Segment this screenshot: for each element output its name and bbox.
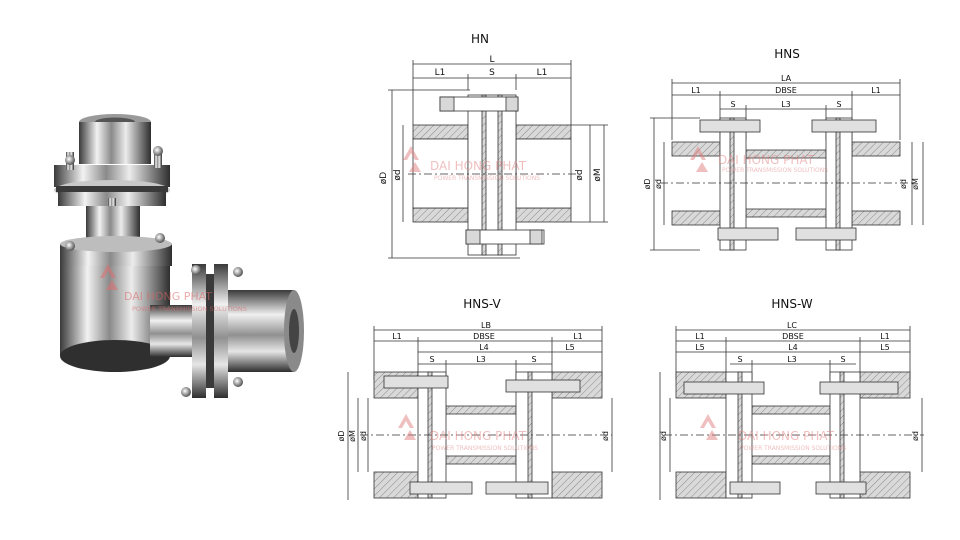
dim-L4: L4 — [479, 343, 489, 352]
dim-L3: L3 — [476, 355, 486, 364]
diagram-hn: HN L L1 S L1 øD ød ød øM — [379, 32, 608, 259]
dim-L3: L3 — [787, 355, 797, 364]
diagram-title: HNS-V — [463, 297, 501, 311]
dim-L1: L1 — [537, 68, 548, 78]
dim-L1: L1 — [435, 68, 446, 78]
dim-LA: LA — [781, 74, 792, 83]
watermark-tagline: POWER TRANSMISSION SOLUTIONS — [740, 445, 846, 452]
watermark-tagline: POWER TRANSMISSION SOLUTIONS — [434, 175, 540, 182]
watermark-brand: DAI HONG PHAT — [738, 429, 835, 443]
dim-od: ød — [659, 431, 668, 441]
dim-L1: L1 — [691, 86, 701, 95]
diagram-hns-v: HNS-V LB L1 DBSE L1 L4 L5 S L3 S øD øM ø… — [337, 297, 613, 500]
diagram-hns-w: HNS-W LC L1 DBSE L1 L5 L4 L5 S L3 S ød ø… — [659, 297, 924, 500]
diagram-title: HNS-W — [771, 297, 812, 311]
dim-DBSE: DBSE — [775, 86, 797, 95]
dim-oM: øM — [911, 178, 920, 190]
horizontal-coupling — [150, 264, 304, 398]
diagram-hns: HNS LA L1 DBSE L1 S L3 S øD ød ød øM — [643, 47, 924, 251]
dim-od: ød — [601, 431, 610, 441]
upper-disc-pack — [56, 186, 168, 192]
dim-oM: øM — [348, 430, 357, 442]
dim-od: ød — [575, 169, 585, 180]
dim-L5: L5 — [695, 343, 705, 352]
dim-DBSE: DBSE — [782, 332, 804, 341]
h-flange-1 — [192, 264, 206, 398]
dim-L1: L1 — [573, 332, 583, 341]
dim-oD: øD — [337, 430, 346, 441]
watermark-tagline: POWER TRANSMISSION SOLUTIONS — [722, 167, 828, 174]
watermark-brand: DAI HONG PHAT — [718, 153, 815, 167]
watermark-brand: DAI HONG PHAT — [430, 429, 527, 443]
dim-L1: L1 — [695, 332, 705, 341]
lower-bolt — [155, 233, 165, 243]
dim-L4: L4 — [788, 343, 798, 352]
photo-watermark-brand: DAI HONG PHAT — [124, 290, 212, 303]
upper-hub-body — [79, 122, 151, 164]
product-photo: DAI HONG PHAT POWER TRANSMISSION SOLUTIO… — [54, 114, 304, 398]
dim-LB: LB — [481, 321, 491, 330]
diagram-title: HN — [471, 32, 489, 46]
h-disc-pack — [206, 274, 214, 388]
dim-od: ød — [654, 179, 663, 189]
dim-S: S — [489, 68, 495, 78]
dim-L5: L5 — [880, 343, 890, 352]
dim-od: ød — [393, 169, 403, 180]
dim-S: S — [840, 355, 845, 364]
dim-S: S — [531, 355, 536, 364]
dim-LC: LC — [787, 321, 797, 330]
diagram-title: HNS — [774, 47, 800, 61]
dim-S: S — [429, 355, 434, 364]
dim-L3: L3 — [781, 100, 791, 109]
watermark-brand: DAI HONG PHAT — [430, 159, 527, 173]
dim-od: ød — [359, 431, 368, 441]
dim-DBSE: DBSE — [473, 332, 495, 341]
dim-S: S — [730, 100, 735, 109]
photo-watermark: DAI HONG PHAT POWER TRANSMISSION SOLUTIO… — [100, 264, 247, 313]
dim-L: L — [489, 55, 494, 65]
dim-L1: L1 — [871, 86, 881, 95]
lower-bolt — [65, 241, 75, 251]
h-flange-2 — [214, 264, 228, 398]
dim-L5: L5 — [565, 343, 575, 352]
dim-S: S — [836, 100, 841, 109]
dim-L1: L1 — [392, 332, 402, 341]
photo-watermark-tagline: POWER TRANSMISSION SOLUTIONS — [132, 305, 247, 313]
watermark-tagline: POWER TRANSMISSION SOLUTIONS — [432, 445, 538, 452]
h-hub — [228, 290, 294, 372]
dim-oD: øD — [379, 172, 389, 185]
dim-S: S — [737, 355, 742, 364]
dim-oM: øM — [593, 168, 603, 181]
dim-L1: L1 — [880, 332, 890, 341]
dim-od: ød — [899, 179, 908, 189]
dim-oD: øD — [643, 178, 652, 189]
dim-od: ød — [911, 431, 920, 441]
